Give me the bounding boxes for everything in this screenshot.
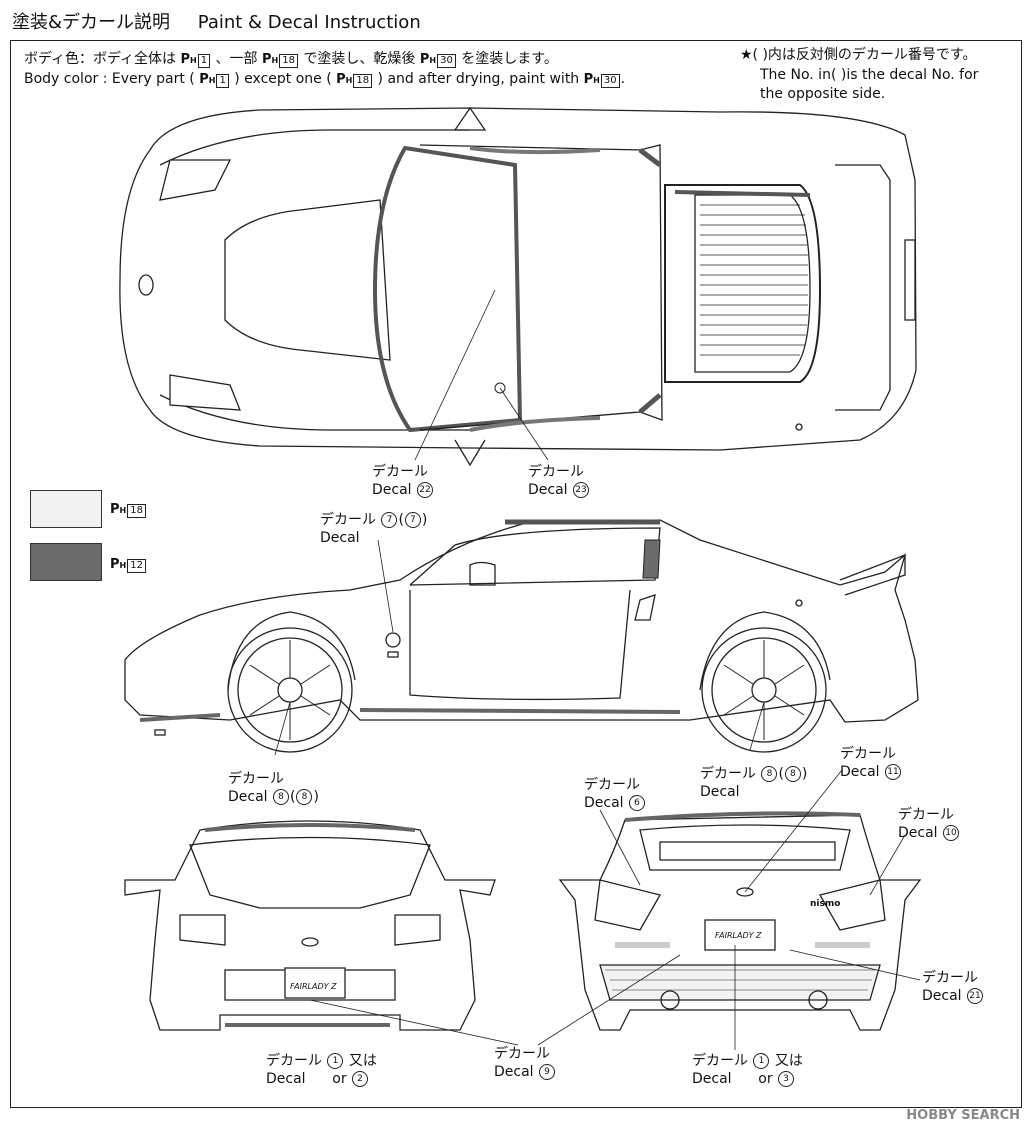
instruction-frame <box>10 40 1022 1108</box>
front-plate-text: FAIRLADY Z <box>290 982 337 991</box>
top-view <box>119 106 917 467</box>
side-view <box>124 519 919 756</box>
swatch-dark <box>30 543 102 581</box>
page-header: 塗装&デカール説明 Paint & Decal Instruction <box>12 8 421 34</box>
decal-7-label: デカール 7(7)Decal <box>320 512 428 546</box>
front-view <box>124 820 519 1046</box>
title-jp: 塗装&デカール説明 <box>12 12 171 33</box>
rear-plate-text: FAIRLADY Z <box>715 931 762 940</box>
rear-view <box>537 769 922 1050</box>
watermark: HOBBY SEARCH <box>906 1108 1020 1123</box>
note-en-1: The No. in( )is the decal No. for <box>760 67 979 83</box>
note-en-2: the opposite side. <box>760 86 886 102</box>
swatch-light <box>30 490 102 528</box>
nismo-badge: nismo <box>810 899 841 909</box>
note-jp: ★( )内は反対側のデカール番号です。 <box>740 47 977 63</box>
title-en: Paint & Decal Instruction <box>197 12 421 33</box>
paint-icon: PH <box>180 52 197 67</box>
decal-8-right-label: デカール 8(8)Decal <box>700 766 808 800</box>
